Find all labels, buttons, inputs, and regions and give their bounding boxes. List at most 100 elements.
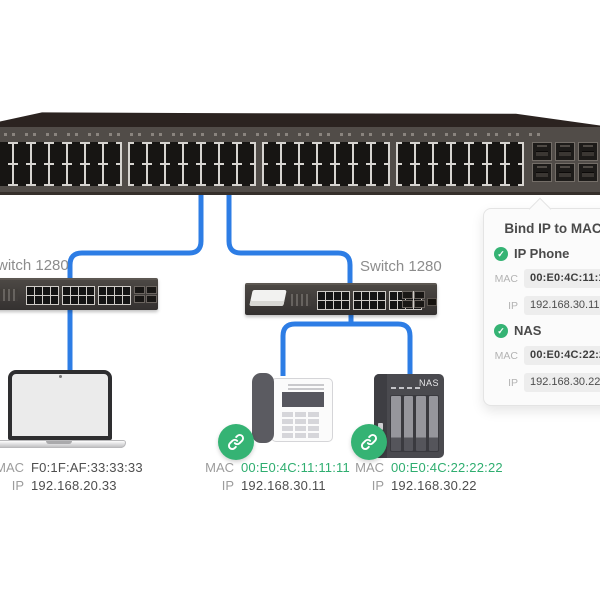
rj45-port [104,163,120,186]
ip-value-pill: 192.168.30.22 [524,373,600,392]
mac-value-pill: 00:E0:4C:11:11:11 [524,269,600,288]
rj45s-port [107,287,114,295]
rj45s-port [71,287,78,295]
rj45s-port [326,292,333,300]
ip-label: IP [371,478,384,493]
rj45-port-banks [26,286,131,305]
nas-unit-label: NAS [418,378,439,388]
left-switch-label: Switch 1280 [0,257,69,274]
rj45-port [354,142,370,165]
rj45-port [148,142,164,165]
nas-status-leds [391,387,423,389]
rj45-port [336,163,352,186]
laptop-info: MAC F0:1F:AF:33:33:33 IP 192.168.20.33 [0,459,143,495]
link-icon [361,434,377,450]
rj45s-port [318,292,325,300]
phone-ip-value: 192.168.30.11 [241,478,326,493]
rj45-port [86,163,102,186]
rj45s-port [334,301,341,309]
check-icon: ✓ [494,246,508,261]
rj45s-port [342,301,349,309]
rj45s-port [398,301,405,309]
phone-info: MAC 00:E0:4C:11:11:11 IP 192.168.30.11 [198,459,350,495]
mac-label: MAC [494,272,518,285]
rj45-port [372,142,388,165]
rj45-port [166,163,182,186]
rj45-port [238,163,254,186]
rj45-port [416,163,432,186]
access-switch-left [0,278,158,310]
rj45s-port [27,296,34,304]
mac-label: MAC [355,460,384,475]
phone-speaker-line [288,388,324,390]
ip-value-pill: 192.168.30.11 [524,296,600,315]
rj45-port [166,142,182,165]
port-number-labels [4,133,540,136]
rj45-port [354,163,370,186]
panel-title: Bind IP to MAC [504,221,600,236]
rj45-port [318,142,334,165]
rj45-port-block [98,286,131,305]
rj45-port [398,163,414,186]
rj45-port [0,163,12,186]
rj45-port [50,142,66,165]
rj45-port [14,142,30,165]
rj45-port [318,163,334,186]
rj45s-port [107,296,114,304]
ip-phone [250,372,336,444]
rj45-port [434,163,450,186]
rj45-port-block [353,291,386,310]
rj45s-port [99,296,106,304]
rj45s-port [326,301,333,309]
rj45-port [202,142,218,165]
rj45-port-block [26,286,59,305]
check-icon: ✓ [494,323,508,338]
rj45s-port [51,296,58,304]
mac-value-pill: 00:E0:4C:22:22:22 [524,346,600,365]
sfp-port [555,142,575,161]
status-leds [0,289,18,301]
rj45-port-block [0,142,122,186]
phone-mac-value: 00:E0:4C:11:11:11 [241,460,350,475]
rj45s-port [115,296,122,304]
entry-name: NAS [514,323,542,338]
rj45s-port [354,301,361,309]
phone-body [271,378,333,442]
rj45-port [488,142,504,165]
rj45s-port [318,301,325,309]
sfp-ports [402,291,425,308]
rj45s-port [115,287,122,295]
console-port [427,298,437,306]
sfp-port [578,142,598,161]
rj45s-port [390,292,397,300]
core-switch [0,111,600,195]
rj45-port [104,142,120,165]
ip-label: IP [508,299,518,312]
sfp-port-bank [532,142,598,182]
core-switch-top-face [0,112,600,128]
nas-device: NAS [374,374,444,458]
laptop-mac-value: F0:1F:AF:33:33:33 [31,460,143,475]
rj45-port-block [262,142,390,186]
rj45-port [14,163,30,186]
ip-label: IP [221,478,234,493]
phone-handset [252,373,274,443]
nas-drive-bays [390,395,439,452]
rj45s-port [398,292,405,300]
rj45s-port [99,287,106,295]
status-leds [291,294,311,306]
rj45s-port [123,296,130,304]
rj45s-port [51,287,58,295]
rj45s-port [342,292,349,300]
phone-speaker-line [288,384,324,386]
rj45-port [130,163,146,186]
nas-bound-link-badge [351,424,387,460]
nas-mac-value: 00:E0:4C:22:22:22 [391,460,503,475]
ip-label: IP [11,478,24,493]
rj45-port [488,163,504,186]
mac-label: MAC [0,460,24,475]
rj45-port [32,142,48,165]
rj45s-port [43,287,50,295]
rj45s-port [35,296,42,304]
laptop-ip-value: 192.168.20.33 [31,478,117,493]
